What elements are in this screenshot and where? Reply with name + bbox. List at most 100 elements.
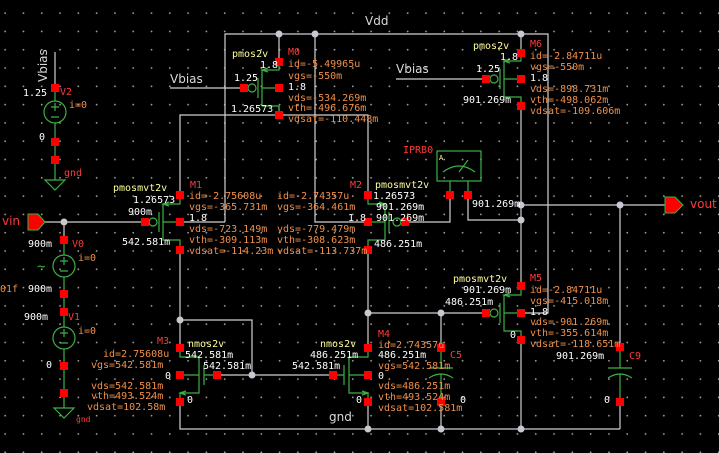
drain-voltage: 0 xyxy=(510,330,517,341)
op-id: id=-5.49965u xyxy=(288,59,361,70)
instance-name: M5 xyxy=(530,273,543,284)
source-voltage: 1.26573 xyxy=(133,195,176,206)
cell-name: nmos2v xyxy=(188,339,225,350)
net-label-gnd-v1: gnd xyxy=(76,415,91,424)
drain-voltage-2: 486.251m xyxy=(378,350,427,361)
instance-name: M1 xyxy=(190,180,203,191)
ports xyxy=(27,196,684,231)
net-label-vbias-m0: Vbias xyxy=(170,72,203,86)
op-vgs: vgs=542.581m xyxy=(378,361,451,372)
body-voltage: 1.8 xyxy=(530,73,549,84)
instance-name: V2 xyxy=(60,87,73,98)
source-voltage: 1.8 xyxy=(500,52,519,63)
instance-name: V0 xyxy=(72,239,85,250)
op-vds: vds=-723.149m xyxy=(189,224,268,235)
instance-name: C5 xyxy=(450,350,463,361)
drain-voltage: 486.251m xyxy=(310,350,359,361)
op-vdsat: vdsat=-109.606m xyxy=(530,106,621,117)
drain-voltage: 901.269m xyxy=(463,95,512,106)
pin-label-vin: vin xyxy=(2,214,21,228)
source-voltage: 0 xyxy=(356,395,363,406)
instance-name: M4 xyxy=(378,329,391,340)
net-label-vbias-m6: Vbias xyxy=(396,62,429,76)
node-voltage: 901.269m xyxy=(472,199,521,210)
op-vds: vds=-901.269m xyxy=(530,317,609,328)
op-vds: vds=-534.269m xyxy=(288,93,367,104)
gate-voltage: 900m xyxy=(128,207,153,218)
op-vdsat: vdsat=102.58m xyxy=(87,402,166,413)
bottom-voltage: 900m xyxy=(28,284,53,295)
drain-voltage: 542.581m xyxy=(122,237,171,248)
op-vgs: vgs=542.581m xyxy=(91,360,164,371)
bottom-voltage: 0 xyxy=(604,395,611,406)
body-voltage: 1.8 xyxy=(530,307,549,318)
body-voltage: 0 xyxy=(378,371,385,382)
current: i=0 xyxy=(69,100,88,111)
top-voltage: 900m xyxy=(28,239,53,250)
op-id: id=-2.84711u xyxy=(530,285,603,296)
current: i=0 xyxy=(78,253,97,264)
cell-name: pmos2v xyxy=(473,41,510,52)
op-vth: vth=-355.614m xyxy=(530,328,609,339)
op-vdsat: vdsat=-110.448m xyxy=(288,114,379,125)
cell-name: pmos2v xyxy=(232,49,269,60)
gate-voltage: 1.25 xyxy=(476,64,501,75)
op-id: id=-2.75608u xyxy=(189,191,262,202)
drain-voltage: 542.581m xyxy=(185,350,234,361)
pin-label-vout: vout xyxy=(690,197,717,211)
bottom-voltage: 0 xyxy=(46,360,53,371)
op-vth: vth=-498.062m xyxy=(530,95,609,106)
op-vdsat: vdsat=-113.737m xyxy=(277,246,368,257)
net-label-gnd-v2: gnd xyxy=(64,168,83,179)
drain-voltage: 1.26573 xyxy=(231,104,274,115)
sine-source-icon: ~ xyxy=(37,259,46,275)
body-voltage: 1.8 xyxy=(288,82,307,93)
op-vdsat: vdsat=-118.651m xyxy=(530,339,621,350)
gate-voltage: 542.581m xyxy=(292,361,341,372)
op-vth: vth=493.524m xyxy=(378,392,451,403)
op-id: id=2.74357u xyxy=(378,340,445,351)
op-vds: vds=-779.479m xyxy=(277,224,356,235)
wires xyxy=(40,33,665,430)
vout-port[interactable] xyxy=(664,196,684,214)
ammeter-icon: A xyxy=(439,154,444,162)
instance-name: M6 xyxy=(530,39,543,50)
op-vth: vth=-496.676m xyxy=(288,103,367,114)
instance-name: IPRB0 xyxy=(403,145,434,156)
op-id: id=-2.84711u xyxy=(530,51,603,62)
instance-name: M0 xyxy=(288,47,301,58)
op-vdsat: vdsat=102.581m xyxy=(378,403,463,414)
net-label-vbias-source: Vbias xyxy=(36,49,50,82)
cell-name: pmosmvt2v xyxy=(375,180,430,191)
gate-voltage: 486.251m xyxy=(445,297,494,308)
op-vdsat: vdsat=-114.23m xyxy=(189,246,274,257)
op-id: id=-2.74357u xyxy=(277,191,350,202)
device-symbols xyxy=(43,53,633,419)
op-vgs: vgs=-415.018m xyxy=(530,296,609,307)
gate-voltage: 542.581m xyxy=(203,361,252,372)
op-vth: vth=-308.623m xyxy=(277,235,356,246)
instance-name: M3 xyxy=(157,336,170,347)
source-voltage: 901.269m xyxy=(463,285,512,296)
body-voltage: 0 xyxy=(165,371,172,382)
frequency: 01f xyxy=(0,284,19,295)
pins xyxy=(51,49,624,406)
net-label-gnd: gnd xyxy=(329,410,352,424)
junction-dots xyxy=(60,30,624,433)
body-voltage: 1.8 xyxy=(348,213,367,224)
op-vth: vth=-309.113m xyxy=(189,235,268,246)
cell-name: pmosmvt2v xyxy=(453,274,508,285)
op-vgs: vgs=-364.461m xyxy=(277,202,356,213)
source-voltage: 1.26573 xyxy=(373,191,416,202)
vin-port[interactable] xyxy=(27,213,46,231)
op-vds: vds=-898.731m xyxy=(530,84,609,95)
top-voltage: 901.269m xyxy=(556,351,605,362)
op-vth: vth=493.524m xyxy=(91,391,164,402)
top-voltage: 1.25 xyxy=(23,88,48,99)
instance-name: C9 xyxy=(629,351,642,362)
op-vgs: vgs=-365.731m xyxy=(189,202,268,213)
op-vgs: vgs=-550m xyxy=(288,71,343,82)
current: i=0 xyxy=(78,326,97,337)
